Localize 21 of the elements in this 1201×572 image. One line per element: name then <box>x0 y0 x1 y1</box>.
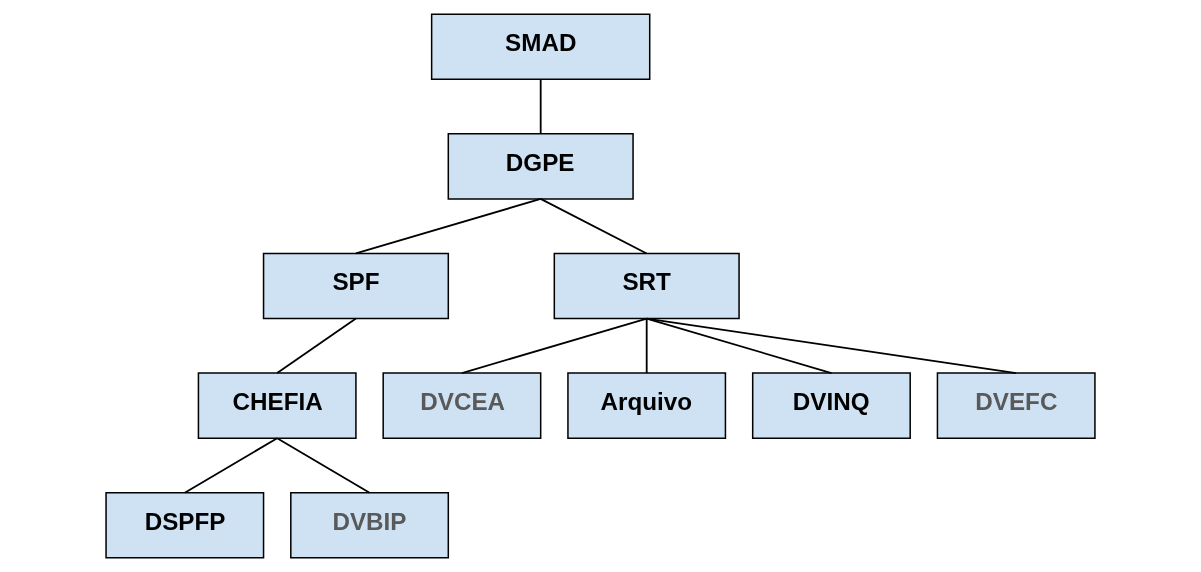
connector <box>276 437 371 494</box>
node-box: DVBIP <box>290 491 450 559</box>
connector <box>645 317 648 374</box>
node-box: CHEFIA <box>197 372 357 439</box>
node-box: DVEFC <box>936 372 1096 439</box>
connector <box>183 437 279 494</box>
connector <box>645 317 1018 374</box>
connector <box>276 317 357 374</box>
node-box: SPF <box>262 252 450 320</box>
connector <box>539 78 542 135</box>
node-box: SRT <box>553 252 740 320</box>
node-box: DVCEA <box>382 372 542 439</box>
connector <box>355 198 542 255</box>
node-box: DVINQ <box>751 372 911 439</box>
connector <box>461 317 648 374</box>
connector <box>539 198 648 255</box>
node-box: DGPE <box>447 133 634 200</box>
node-box: DSPFP <box>105 491 265 559</box>
node-box: SMAD <box>430 13 651 81</box>
connector <box>645 317 833 374</box>
node-box: Arquivo <box>567 372 727 439</box>
